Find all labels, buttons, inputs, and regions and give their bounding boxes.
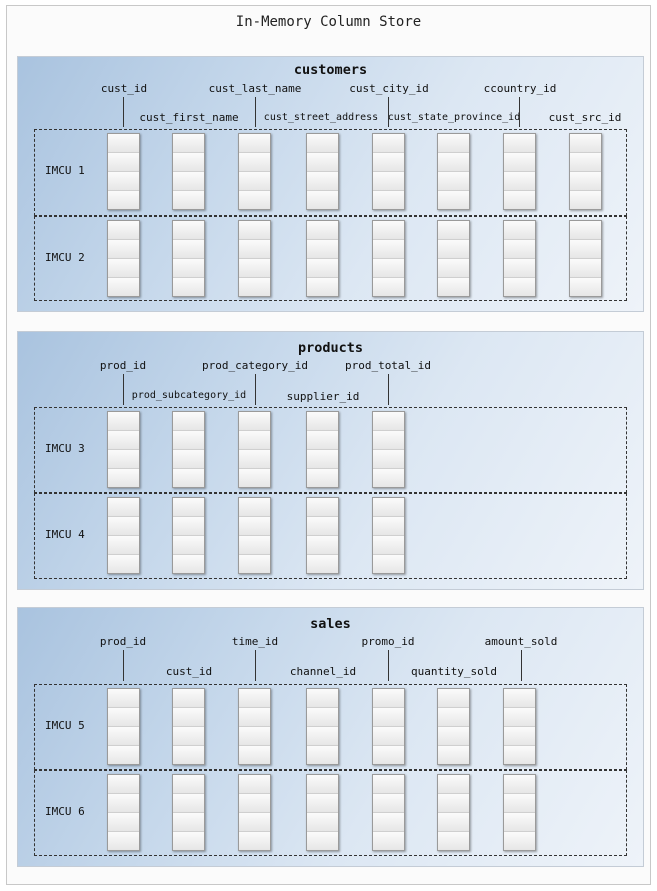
imcu-box: IMCU 4 <box>34 493 627 579</box>
column-vector <box>238 688 271 765</box>
table-panel-sales: sales prod_id cust_id time_id channel_id… <box>17 607 644 867</box>
column-vector <box>306 220 339 297</box>
imcu-label: IMCU 4 <box>45 528 85 541</box>
table-name: products <box>297 340 364 356</box>
imcu-label: IMCU 6 <box>45 805 85 818</box>
column-label: prod_id <box>99 635 147 648</box>
column-vector <box>372 411 405 488</box>
column-label: cust_first_name <box>139 111 239 124</box>
column-label: channel_id <box>289 665 357 678</box>
column-vector <box>172 774 205 851</box>
column-vector <box>238 497 271 574</box>
column-vector <box>238 220 271 297</box>
column-vector <box>172 688 205 765</box>
column-label: ccountry_id <box>483 82 557 95</box>
column-label: time_id <box>231 635 279 648</box>
imcu-box: IMCU 1 <box>34 129 627 216</box>
column-connector <box>123 650 124 681</box>
column-label: cust_state_province_id <box>387 112 521 123</box>
column-vector <box>306 411 339 488</box>
imcu-box: IMCU 3 <box>34 407 627 493</box>
column-vector <box>172 133 205 210</box>
table-name: sales <box>310 616 351 632</box>
column-connector <box>388 97 389 127</box>
column-vector <box>172 411 205 488</box>
column-label: quantity_sold <box>410 665 498 678</box>
column-connector <box>388 650 389 681</box>
column-label: prod_category_id <box>202 359 308 372</box>
column-vector <box>306 133 339 210</box>
column-vector <box>372 220 405 297</box>
column-vector <box>503 688 536 765</box>
column-connector <box>123 374 124 405</box>
table-panel-products: products prod_id prod_subcategory_id pro… <box>17 331 644 590</box>
column-label: cust_city_id <box>349 82 429 95</box>
column-vector <box>306 688 339 765</box>
imcu-box: IMCU 5 <box>34 684 627 770</box>
column-label: supplier_id <box>286 390 360 403</box>
column-vector <box>569 220 602 297</box>
column-vector <box>437 774 470 851</box>
column-label: cust_id <box>100 82 148 95</box>
column-vector <box>437 133 470 210</box>
column-connector <box>388 374 389 405</box>
table-panel-customers: customers cust_id cust_first_name cust_l… <box>17 56 644 312</box>
column-vector <box>172 497 205 574</box>
column-label: cust_last_name <box>208 82 302 95</box>
column-label: cust_id <box>165 665 213 678</box>
column-label: amount_sold <box>484 635 558 648</box>
column-connector <box>255 650 256 681</box>
column-vector <box>437 688 470 765</box>
column-label: promo_id <box>361 635 415 648</box>
column-vector <box>372 497 405 574</box>
diagram-title: In-Memory Column Store <box>235 14 422 30</box>
column-vector <box>107 411 140 488</box>
column-vector <box>503 774 536 851</box>
imcu-label: IMCU 5 <box>45 719 85 732</box>
column-connector <box>123 97 124 127</box>
column-vector <box>437 220 470 297</box>
column-vector <box>372 774 405 851</box>
column-vector <box>569 133 602 210</box>
column-vector <box>107 133 140 210</box>
column-label: prod_total_id <box>344 359 432 372</box>
table-name: customers <box>293 62 368 78</box>
column-connector <box>255 374 256 405</box>
column-connector <box>521 650 522 681</box>
column-vector <box>107 220 140 297</box>
column-vector <box>503 220 536 297</box>
column-vector <box>503 133 536 210</box>
column-connector <box>255 97 256 127</box>
column-label: prod_id <box>99 359 147 372</box>
imcu-label: IMCU 3 <box>45 442 85 455</box>
column-vector <box>306 774 339 851</box>
column-connector <box>519 97 520 127</box>
column-vector <box>372 133 405 210</box>
imcu-box: IMCU 6 <box>34 770 627 856</box>
column-vector <box>372 688 405 765</box>
column-vector <box>107 497 140 574</box>
column-label: cust_street_address <box>263 112 379 123</box>
column-vector <box>238 774 271 851</box>
column-vector <box>107 774 140 851</box>
column-vector <box>238 411 271 488</box>
column-vector <box>306 497 339 574</box>
column-label: prod_subcategory_id <box>131 390 247 401</box>
column-vector <box>107 688 140 765</box>
column-vector <box>172 220 205 297</box>
imcu-label: IMCU 2 <box>45 251 85 264</box>
imcu-box: IMCU 2 <box>34 216 627 301</box>
column-vector <box>238 133 271 210</box>
imcu-label: IMCU 1 <box>45 164 85 177</box>
column-label: cust_src_id <box>548 111 622 124</box>
